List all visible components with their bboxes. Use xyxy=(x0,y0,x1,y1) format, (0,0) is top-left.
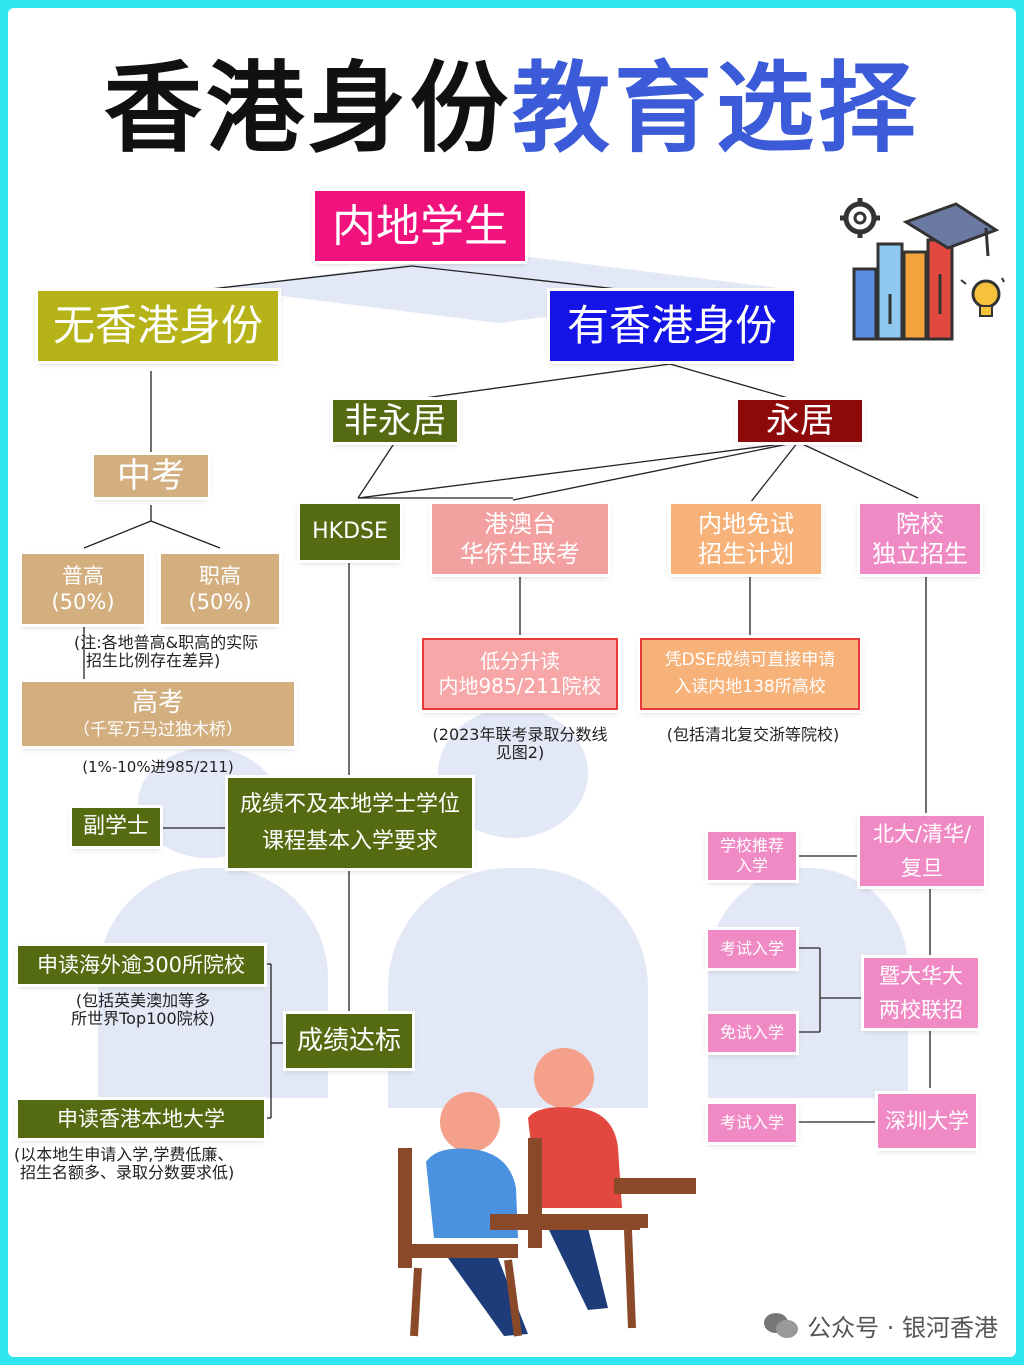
node-hkdse: HKDSE xyxy=(300,504,400,560)
note-score-line: (2023年联考录取分数线 见图2) xyxy=(410,725,630,763)
low-score-line-2: 内地985/211院校 xyxy=(438,674,602,698)
node-has-hk-identity: 有香港身份 xyxy=(550,291,794,361)
node-school-recommendation: 学校推荐 入学 xyxy=(708,832,796,880)
ratio-note-line-2: 招生比例存在差异) xyxy=(86,651,221,671)
overseas-note-line-1: (包括英美澳加等多 xyxy=(75,991,211,1010)
students-at-desks-illustration xyxy=(398,1048,696,1337)
score-note-line-2: 见图2) xyxy=(495,743,545,763)
independent-line-2: 独立招生 xyxy=(872,540,968,568)
infographic-canvas: 香港身份教育选择 xyxy=(8,8,1016,1357)
jinan-line-2: 两校联招 xyxy=(879,998,963,1022)
associate-label: 副学士 xyxy=(82,814,149,840)
node-below-requirement: 成绩不及本地学士学位 课程基本入学要求 xyxy=(228,778,472,868)
note-overseas-detail: (包括英美澳加等多 所世界Top100院校) xyxy=(48,991,238,1029)
gear-icon xyxy=(840,198,880,238)
below-req-line-2: 课程基本入学要求 xyxy=(261,829,438,854)
exam-entry-1-label: 考试入学 xyxy=(719,939,784,958)
node-permanent-label: 永居 xyxy=(766,400,834,441)
node-zhongkao-label: 中考 xyxy=(117,455,185,496)
node-exempt-entry: 免试入学 xyxy=(708,1014,796,1052)
node-non-permanent: 非永居 xyxy=(333,400,457,442)
node-associate-degree: 副学士 xyxy=(72,808,160,846)
note-ratio-difference: (注:各地普高&职高的实际 招生比例存在差异) xyxy=(74,633,306,671)
node-exam-entry-1: 考试入学 xyxy=(708,930,796,968)
vocational-high-label: 职高 xyxy=(199,563,241,588)
title-part-1: 香港身份 xyxy=(103,52,512,166)
joint-exam-line-1: 港澳台 xyxy=(484,510,556,538)
node-independent-admission: 院校 独立招生 xyxy=(860,504,980,574)
connector-lines xyxy=(83,265,931,1123)
hk-local-note-line-1: (以本地生申请入学,学费低廉、 xyxy=(14,1145,234,1164)
node-general-high-school: 普高 (50%) xyxy=(22,554,144,624)
node-joint-exam: 港澳台 华侨生联考 xyxy=(432,504,608,574)
low-score-line-1: 低分升读 xyxy=(480,649,560,673)
rate-note-text: (1%-10%进985/211) xyxy=(82,758,234,776)
note-admission-rate: (1%-10%进985/211) xyxy=(58,758,258,776)
node-no-hk-label: 无香港身份 xyxy=(52,300,263,350)
meets-standard-label: 成绩达标 xyxy=(296,1025,401,1056)
title-part-2: 教育选择 xyxy=(512,52,921,166)
gaokao-sublabel: （千军万马过独木桥） xyxy=(73,719,243,740)
shenzhen-label: 深圳大学 xyxy=(885,1108,969,1133)
vocational-high-percent: (50%) xyxy=(188,590,252,614)
watermark-text: 公众号 · 银河香港 xyxy=(807,1314,998,1342)
jinan-line-1: 暨大华大 xyxy=(879,963,963,988)
node-pku-thu-fudan: 北大/清华/ 复旦 xyxy=(860,816,984,886)
hk-local-label: 申读香港本地大学 xyxy=(57,1106,225,1131)
node-has-hk-label: 有香港身份 xyxy=(566,300,777,350)
node-zhongkao: 中考 xyxy=(94,455,208,497)
graduation-cap-icon xyxy=(902,202,1000,257)
node-vocational-high-school: 职高 (50%) xyxy=(161,554,279,624)
node-root-mainland-student: 内地学生 xyxy=(315,191,525,261)
score-note-line-1: (2023年联考录取分数线 xyxy=(432,725,608,744)
education-illustration xyxy=(840,198,1005,341)
wechat-icon xyxy=(764,1312,799,1338)
overseas-note-line-2: 所世界Top100院校) xyxy=(71,1009,215,1029)
below-req-line-1: 成绩不及本地学士学位 xyxy=(239,791,460,817)
general-high-label: 普高 xyxy=(62,563,104,588)
node-low-score-admission: 低分升读 内地985/211院校 xyxy=(422,638,618,710)
school-rec-line-1: 学校推荐 xyxy=(719,836,784,855)
joint-exam-line-2: 华侨生联考 xyxy=(460,540,580,568)
bg-person-shape-mid xyxy=(388,868,648,1108)
node-shenzhen-university: 深圳大学 xyxy=(878,1094,976,1148)
schools-note-text: (包括清北复交浙等院校) xyxy=(666,725,840,744)
node-overseas-universities: 申读海外逾300所院校 xyxy=(18,946,264,984)
watermark: 公众号 · 银河香港 xyxy=(763,1308,998,1343)
pku-thu-line-2: 复旦 xyxy=(901,856,943,880)
school-rec-line-2: 入学 xyxy=(735,856,768,875)
exempt-plan-line-2: 招生计划 xyxy=(698,540,794,568)
node-permanent: 永居 xyxy=(738,400,862,442)
node-gaokao: 高考 （千军万马过独木桥） xyxy=(22,682,294,746)
books-icon xyxy=(852,238,954,341)
node-meets-standard: 成绩达标 xyxy=(286,1014,412,1068)
independent-line-1: 院校 xyxy=(896,510,944,538)
note-hk-local-detail: (以本地生申请入学,学费低廉、 招生名额多、录取分数要求低) xyxy=(14,1145,290,1183)
node-dse-direct-apply: 凭DSE成绩可直接申请 入读内地138所高校 xyxy=(640,638,860,710)
exam-entry-2-label: 考试入学 xyxy=(719,1113,784,1132)
node-exam-entry-2: 考试入学 xyxy=(708,1104,796,1142)
ratio-note-line-1: (注:各地普高&职高的实际 xyxy=(74,633,259,652)
hkdse-label: HKDSE xyxy=(312,519,388,545)
node-hk-local-university: 申读香港本地大学 xyxy=(18,1100,264,1138)
node-non-permanent-label: 非永居 xyxy=(344,400,446,441)
gaokao-label: 高考 xyxy=(131,688,184,719)
exempt-entry-label: 免试入学 xyxy=(719,1023,784,1042)
note-included-schools: (包括清北复交浙等院校) xyxy=(638,725,868,744)
node-exempt-plan: 内地免试 招生计划 xyxy=(671,504,821,574)
page-title: 香港身份教育选择 xyxy=(8,55,1016,164)
exempt-plan-line-1: 内地免试 xyxy=(698,510,794,538)
pku-thu-line-1: 北大/清华/ xyxy=(872,821,972,846)
dse-apply-line-2: 入读内地138所高校 xyxy=(674,677,826,697)
lightbulb-icon xyxy=(960,277,1005,317)
overseas-label: 申读海外逾300所院校 xyxy=(36,952,246,977)
dse-apply-line-1: 凭DSE成绩可直接申请 xyxy=(664,649,836,670)
hk-local-note-line-2: 招生名额多、录取分数要求低) xyxy=(20,1163,235,1183)
node-root-label: 内地学生 xyxy=(332,200,508,252)
node-no-hk-identity: 无香港身份 xyxy=(38,291,278,361)
node-jinan-huaqiao: 暨大华大 两校联招 xyxy=(864,958,978,1028)
general-high-percent: (50%) xyxy=(51,590,115,614)
